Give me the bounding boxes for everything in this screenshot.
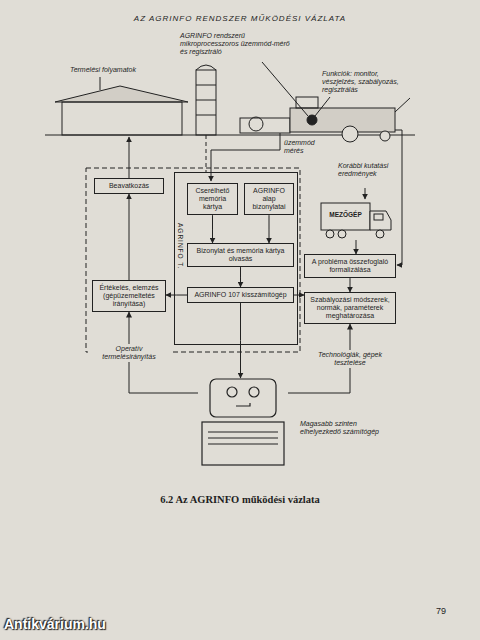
- slot: [236, 403, 250, 406]
- dashed-line: [206, 135, 207, 172]
- annotation: AGRINFO rendszerű mikroprocesszoros üzem…: [180, 32, 298, 56]
- annotation: üzemmód mérés: [284, 139, 330, 155]
- silo-ring: [196, 115, 216, 116]
- combine-reel: [249, 117, 263, 131]
- leader-line: [315, 97, 330, 116]
- flow-arrow: [269, 215, 270, 243]
- annotation: Termelési folyamatok: [70, 66, 160, 74]
- truck-symbol: MEZŐGÉP: [320, 200, 392, 240]
- process-box: AGRINFO 107 kisszámítógép: [187, 287, 294, 303]
- figure-caption: 6.2 Az AGRINFO működési vázlata: [0, 494, 480, 505]
- truck-outline: [320, 200, 392, 240]
- flow-arrow: [240, 303, 241, 378]
- wheel: [376, 230, 384, 238]
- silo: [196, 70, 216, 135]
- box-text: Beavatkozás: [98, 182, 160, 190]
- truck-window: [374, 214, 383, 220]
- box-text: Bizonylat és memória kártya olvasás: [191, 247, 290, 263]
- barn-roof: [55, 86, 188, 102]
- sensor-unit: [307, 115, 317, 125]
- process-box: AGRINFO alap bizonylatai: [244, 183, 294, 215]
- data-flow-line: [395, 130, 402, 265]
- node-label: Magasabb szinten elhelyezkedő számítógép: [300, 420, 392, 436]
- annotation: Korábbi kutatási eredmények: [338, 162, 398, 178]
- truck-cab: [370, 211, 391, 230]
- process-box: A probléma összefoglaló formalizálása: [304, 254, 396, 278]
- flow-arrow: [294, 295, 304, 296]
- node-label: MEZŐGÉP: [322, 211, 369, 218]
- silo-dome: [196, 65, 216, 70]
- indicator: [227, 387, 237, 397]
- unloading-tube: [395, 98, 410, 112]
- flow-arrow: [240, 267, 241, 287]
- box-text: Szabályozási módszerek, normák, paraméte…: [308, 296, 392, 320]
- edge-label: Operatív termelésirányítás: [88, 344, 170, 362]
- wheel: [342, 126, 358, 142]
- computer-symbol: Magasabb szinten elhelyezkedő számítógép: [198, 378, 288, 466]
- leader-line: [100, 77, 101, 90]
- flow-arrow: [166, 295, 187, 296]
- silo-ring: [196, 85, 216, 86]
- cabinet-line: [208, 443, 278, 444]
- node-label: AGRINFO T.: [177, 223, 184, 269]
- combine-header: [240, 118, 290, 133]
- flow-arrow: [129, 194, 130, 280]
- indicator: [249, 387, 259, 397]
- wheel: [326, 230, 334, 238]
- silo-ring: [196, 100, 216, 101]
- leader-line: [262, 62, 308, 116]
- box-text: Értékelés, elemzés (gépüzemeltetés irány…: [96, 284, 162, 308]
- data-flow-line: [211, 133, 280, 181]
- system-frame: AGRINFO T.Cserélhető memória kártyaAGRIN…: [174, 172, 298, 345]
- process-box: Cserélhető memória kártya: [187, 183, 238, 215]
- process-box: Szabályozási módszerek, normák, paraméte…: [304, 292, 396, 324]
- cabinet-line: [208, 431, 278, 432]
- research-arrow: [365, 188, 366, 199]
- flow-arrow: [350, 278, 351, 292]
- page-number: 79: [436, 606, 466, 616]
- dashed-region: [86, 168, 300, 352]
- box-text: AGRINFO 107 kisszámítógép: [191, 291, 290, 299]
- box-text: A probléma összefoglaló formalizálása: [308, 258, 392, 274]
- cabinet-line: [208, 437, 278, 438]
- edge-label: Technológiák, gépek tesztelése: [309, 350, 391, 368]
- wheel: [338, 230, 346, 238]
- page-header: AZ AGRINFO RENDSZER MŰKÖDÉSI VÁZLATA: [0, 14, 480, 23]
- monitor: [210, 379, 276, 417]
- wheel: [380, 131, 390, 141]
- cabinet: [202, 422, 284, 465]
- box-text: AGRINFO alap bizonylatai: [248, 187, 290, 211]
- combine-body: [290, 108, 395, 132]
- barn-wall: [62, 102, 182, 135]
- process-box: Beavatkozás: [94, 178, 164, 194]
- truck-cargo: [321, 203, 370, 230]
- computer-outline: [198, 378, 288, 466]
- annotation: Funkciók: monitor, vészjelzés, szabályoz…: [322, 70, 410, 94]
- intervention-arrow: [129, 137, 130, 178]
- process-box: Bizonylat és memória kártya olvasás: [187, 243, 294, 267]
- flow-arrow: [212, 215, 213, 243]
- flow-arrow: [356, 240, 357, 254]
- watermark: Antikvárium.hu: [4, 616, 144, 632]
- box-text: Cserélhető memória kártya: [191, 187, 234, 211]
- process-box: Értékelés, elemzés (gépüzemeltetés irány…: [92, 280, 166, 312]
